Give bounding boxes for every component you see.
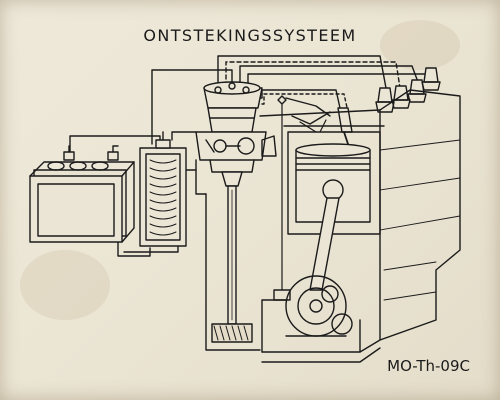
spark-plug bbox=[391, 85, 411, 109]
camshaft-gear bbox=[211, 323, 253, 343]
distributor bbox=[195, 81, 277, 173]
diagram-code: MO-Th-09C bbox=[387, 357, 470, 375]
crankshaft bbox=[285, 275, 353, 337]
ignition-coil bbox=[139, 131, 187, 247]
distributor-shaft bbox=[221, 171, 243, 325]
cylinder bbox=[273, 95, 385, 301]
spark-plug bbox=[421, 67, 441, 91]
engine-block bbox=[259, 89, 461, 363]
battery bbox=[29, 145, 135, 243]
piston bbox=[295, 143, 371, 223]
paper-stain bbox=[20, 250, 110, 320]
connecting-rod bbox=[309, 197, 340, 291]
diagram-title: ONTSTEKINGSSYSTEEM bbox=[143, 26, 357, 45]
